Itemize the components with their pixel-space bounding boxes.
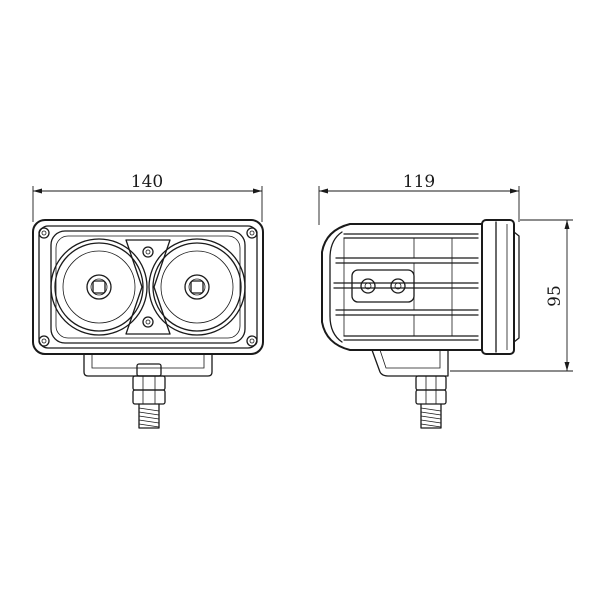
depth-label: 119 bbox=[403, 172, 435, 192]
width-label: 140 bbox=[131, 172, 163, 192]
depth-dimension: 119 bbox=[318, 172, 520, 225]
corner-screw-icon bbox=[38, 227, 258, 347]
mounting-bolt-front bbox=[132, 363, 166, 429]
side-mount-plate bbox=[351, 269, 415, 303]
mounting-bracket-side bbox=[371, 349, 449, 377]
side-view: 119 95 bbox=[318, 172, 573, 429]
center-divider bbox=[125, 239, 171, 335]
mounting-bolt-side bbox=[415, 375, 447, 429]
right-lens bbox=[148, 238, 246, 336]
heatsink-body bbox=[321, 223, 482, 351]
front-bezel-side bbox=[481, 219, 520, 355]
height-dimension: 95 bbox=[450, 219, 573, 372]
height-label: 95 bbox=[545, 285, 565, 307]
width-dimension: 140 bbox=[32, 172, 263, 222]
left-lens bbox=[50, 238, 148, 336]
front-view: 140 bbox=[32, 172, 264, 429]
mounting-bracket-front bbox=[83, 353, 213, 377]
